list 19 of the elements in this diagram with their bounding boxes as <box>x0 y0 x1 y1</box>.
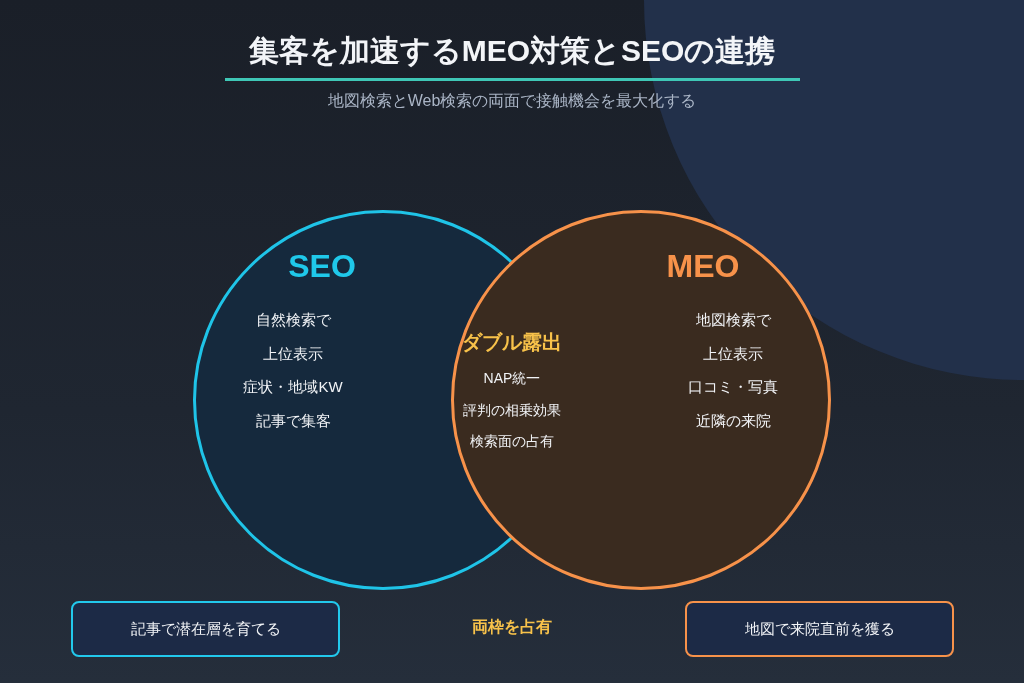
summary-card: 地図で来院直前を獲る <box>685 601 954 657</box>
circle-heading: SEO <box>288 247 356 285</box>
title: 集客を加速するMEO対策とSEOの連携 <box>248 32 776 69</box>
subtitle: 地図検索とWeb検索の両面で接触機会を最大化する <box>327 90 697 111</box>
summary-card: 記事で潜在層を育てる <box>71 601 340 657</box>
circle-text: 上位表示 <box>703 344 763 363</box>
overlap-text: 検索面の占有 <box>470 433 554 451</box>
circle-text: 口コミ・写真 <box>688 377 778 397</box>
circle-text: 症状・地域KW <box>243 377 343 397</box>
circle-text: 近隣の来院 <box>695 411 771 430</box>
summary-label: 両枠を占有 <box>472 616 552 637</box>
circle-heading: MEO <box>666 247 740 285</box>
circle-text: 自然検索で <box>255 310 331 330</box>
circle-text: 上位表示 <box>263 344 323 363</box>
overlap-text: NAP統一 <box>483 370 541 388</box>
circle-text: 地図検索で <box>695 310 771 330</box>
overlap-heading: ダブル露出 <box>462 329 562 355</box>
circle-text: 記事で集客 <box>255 411 331 430</box>
overlap-text: 評判の相乗効果 <box>463 402 561 420</box>
